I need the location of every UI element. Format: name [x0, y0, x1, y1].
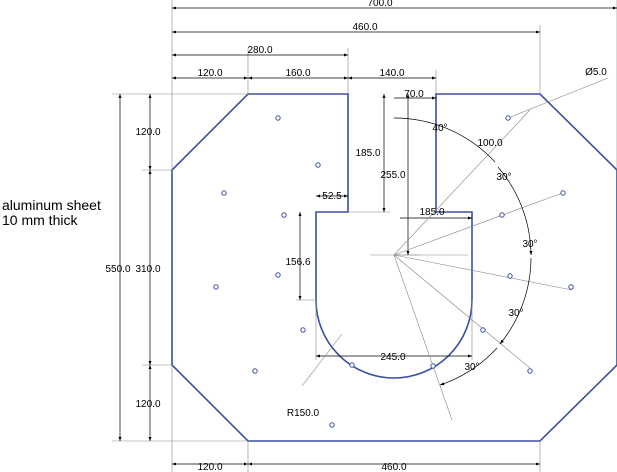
dim-slot-width: 140.0: [379, 68, 404, 79]
material-note-line1: aluminum sheet: [2, 197, 101, 213]
dimension-lines: [118, 6, 617, 466]
hole: [221, 190, 227, 196]
dim-arc-radius: R150.0: [287, 408, 320, 419]
dim-bottom-left-chamfer: 120.0: [197, 462, 222, 472]
dim-top-left-span: 280.0: [247, 45, 272, 56]
dim-right-tab-offset: 70.0: [404, 89, 424, 100]
dim-overall-height: 550.0: [105, 264, 130, 275]
dim-inner-width: 185.0: [419, 207, 444, 218]
hole: [560, 190, 566, 196]
hole: [281, 212, 287, 218]
dimension-labels: 700.0 460.0 280.0 120.0 160.0 140.0 70.0…: [105, 0, 607, 472]
leader-lines: [301, 77, 609, 387]
dim-overall-width: 700.0: [367, 0, 392, 9]
dim-bottom-span: 460.0: [381, 462, 406, 472]
dim-left-bottom-chamfer: 120.0: [135, 399, 160, 410]
dim-angle-top: 40°: [432, 123, 447, 134]
dim-step-height: 156.6: [285, 257, 310, 268]
hole: [430, 363, 436, 369]
radial-lines: [393, 109, 573, 421]
angle-arcs: [393, 117, 533, 386]
dim-angle-3: 30°: [508, 308, 523, 319]
hole: [329, 422, 335, 428]
dim-angle-4: 30°: [464, 362, 479, 373]
dim-slot-depth: 185.0: [355, 148, 380, 159]
hole: [505, 115, 511, 121]
hole: [315, 162, 321, 168]
hole: [568, 284, 574, 290]
hole: [252, 368, 258, 374]
dim-chamfer-top-left: 120.0: [197, 68, 222, 79]
dim-middle-height: 310.0: [135, 264, 160, 275]
hole: [527, 368, 533, 374]
dim-top-right-span: 460.0: [352, 22, 377, 33]
dim-hole-diameter: Ø5.0: [585, 67, 607, 78]
dim-angle-2: 30°: [522, 239, 537, 250]
extension-lines: [112, 0, 617, 472]
part-outline: [171, 93, 617, 442]
material-note-line2: 10 mm thick: [2, 212, 78, 228]
hole: [275, 272, 281, 278]
dim-left-top-chamfer: 120.0: [135, 127, 160, 138]
dim-tab-width: 160.0: [285, 68, 310, 79]
material-note: aluminum sheet 10 mm thick: [2, 198, 101, 228]
hole: [300, 327, 306, 333]
dim-center-height: 255.0: [380, 170, 405, 181]
dim-step-width: 52.5: [322, 191, 342, 202]
hole: [507, 273, 513, 279]
dim-radial-spacing: 100.0: [477, 138, 502, 149]
dim-cutout-width: 245.0: [380, 352, 405, 363]
hole: [213, 284, 219, 290]
hole-pattern: [213, 115, 574, 428]
dim-angle-1: 30°: [496, 172, 511, 183]
hole: [349, 362, 355, 368]
hole: [480, 327, 486, 333]
hole: [275, 115, 281, 121]
hole: [499, 212, 505, 218]
